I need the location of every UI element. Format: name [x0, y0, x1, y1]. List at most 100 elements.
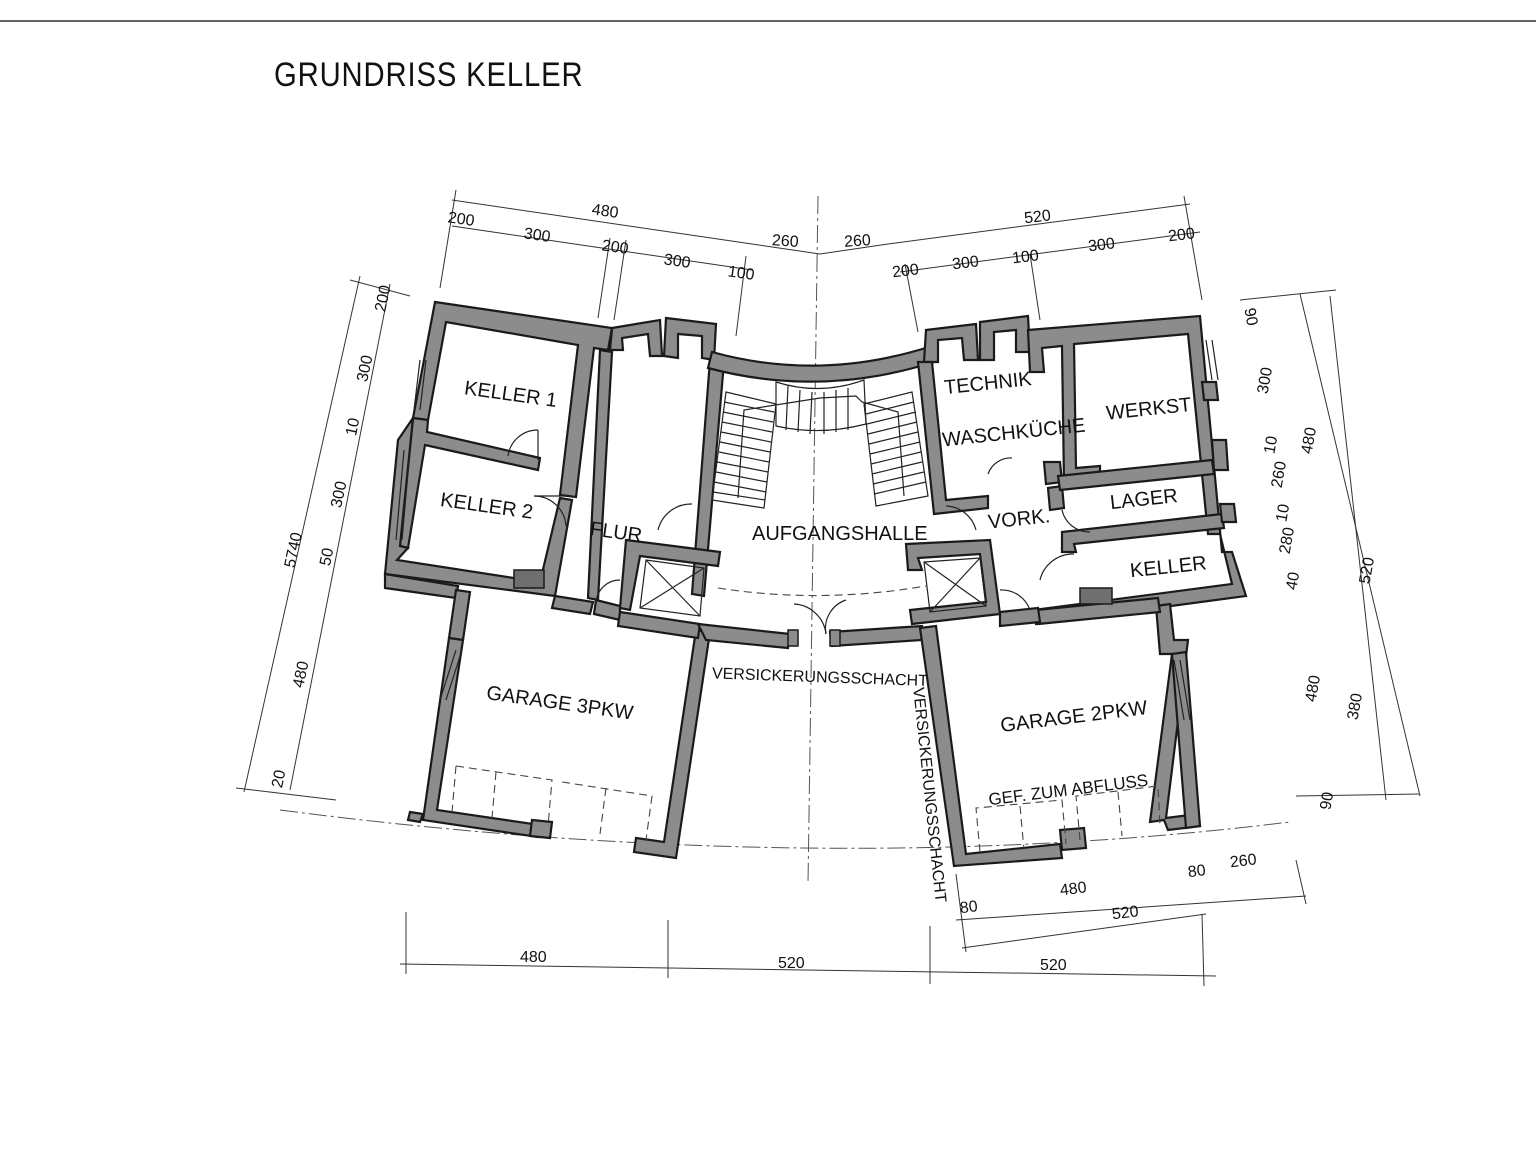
dim-left-300a: 300 — [354, 354, 376, 384]
dim-right-300: 300 — [1255, 366, 1276, 395]
wall-shaft-right-2 — [978, 314, 1032, 362]
stair-left — [711, 391, 777, 509]
wall-right-pier-3 — [1218, 502, 1238, 524]
dim-top-260a: 260 — [771, 232, 799, 251]
stair-right — [861, 391, 929, 507]
dim-top-200b: 200 — [601, 237, 630, 258]
dim-br-80a: 80 — [959, 898, 979, 917]
room-aufgangshalle: AUFGANGSHALLE — [752, 523, 928, 545]
wall-garage2-left — [918, 624, 1064, 868]
wall-lift-bottom-left — [616, 610, 702, 640]
boiler-left-symbol — [513, 569, 545, 589]
room-werkst: WERKST — [1105, 394, 1192, 425]
dim-br-80b: 80 — [1187, 862, 1207, 881]
dim-right-90a: 90 — [1240, 307, 1260, 328]
dim-bottom-520a: 520 — [778, 955, 805, 972]
dim-right-90b: 90 — [1317, 791, 1337, 812]
wall-versick-stub-r — [829, 629, 841, 647]
dim-right-520: 520 — [1357, 556, 1378, 585]
room-keller: KELLER — [1129, 552, 1208, 582]
room-labels: KELLER 1 KELLER 2 FLUR AUFGANGSHALLE TEC… — [439, 368, 1208, 904]
dim-top-480: 480 — [591, 201, 620, 222]
lift-left — [639, 559, 705, 617]
label-versickerungsschacht-horizontal: VERSICKERUNGSSCHACHT — [712, 665, 929, 690]
dim-right-10b: 10 — [1273, 503, 1293, 524]
dim-top-200c: 200 — [891, 261, 920, 281]
dim-top-200a: 200 — [447, 209, 476, 230]
wall-center-curve — [706, 344, 936, 383]
wall-right-pier-2 — [1200, 380, 1220, 402]
room-garage-3pkw: GARAGE 3PKW — [485, 682, 635, 724]
wall-garage3-left — [421, 636, 542, 839]
right-wing-walls — [904, 314, 1248, 868]
dim-top-100a: 100 — [727, 263, 756, 284]
room-technik: TECHNIK — [943, 368, 1033, 399]
dim-top-300a: 300 — [523, 225, 552, 246]
wall-lift-left — [618, 538, 722, 612]
wall-lager-bottom — [1060, 512, 1226, 554]
wall-versick-stub-l — [787, 629, 799, 647]
wall-keller2 — [383, 417, 574, 598]
wall-technik-left — [916, 360, 990, 516]
room-keller-1: KELLER 1 — [463, 377, 559, 412]
dim-top-100b: 100 — [1011, 247, 1040, 267]
dim-left-480: 480 — [290, 660, 312, 690]
dim-left-5740: 5740 — [282, 531, 306, 569]
wall-shaft-left-1 — [608, 318, 664, 358]
wall-garage3-right — [632, 628, 712, 860]
dim-left-20: 20 — [269, 768, 289, 789]
door-swings — [507, 429, 1091, 635]
wall-shaft-left-2 — [662, 316, 718, 362]
dimension-labels: 480 200 300 200 300 100 260 260 520 200 … — [269, 201, 1378, 974]
room-vork: VORK. — [987, 505, 1051, 533]
dim-right-10a: 10 — [1261, 435, 1281, 456]
wall-flur-bottom — [592, 598, 622, 622]
wall-flur-bottom-left — [550, 594, 595, 616]
dim-left-200: 200 — [372, 284, 394, 314]
wall-right-pier-1 — [1210, 438, 1230, 472]
dim-right-480b: 480 — [1303, 674, 1324, 703]
wall-garage2-mid-pier — [1058, 826, 1088, 852]
wall-garage2-right-inner — [1170, 650, 1202, 830]
dim-right-40: 40 — [1283, 571, 1303, 592]
dimension-lines — [235, 189, 1421, 987]
wall-lager-top — [1056, 458, 1216, 492]
wall-keller1-bottom — [398, 416, 542, 550]
dim-top-200d: 200 — [1167, 225, 1196, 245]
dashed-lines — [451, 585, 1161, 853]
dim-br-260: 260 — [1229, 851, 1258, 871]
room-lager: LAGER — [1109, 485, 1179, 514]
dim-bottom-520b: 520 — [1040, 957, 1067, 974]
dim-br-480: 480 — [1059, 879, 1088, 899]
room-garage-2pkw: GARAGE 2PKW — [999, 697, 1149, 737]
dim-top-520: 520 — [1023, 207, 1052, 227]
dim-left-300b: 300 — [328, 480, 350, 510]
dim-top-300b: 300 — [663, 251, 692, 272]
label-gefaelle: GEF. ZUM ABFLUSS — [987, 771, 1149, 809]
dim-right-380: 380 — [1345, 692, 1366, 721]
wall-flur-left — [586, 348, 614, 602]
dim-bottom-480: 480 — [520, 949, 547, 966]
wall-garage2-top-left — [998, 606, 1042, 628]
wall-garage3-corner — [406, 810, 425, 824]
wall-garage3-mid-pier — [528, 818, 554, 840]
dim-right-280: 280 — [1277, 526, 1298, 555]
dim-left-10: 10 — [343, 416, 363, 437]
dim-top-300d: 300 — [1087, 235, 1116, 255]
dim-top-260b: 260 — [844, 232, 872, 251]
center-walls — [706, 344, 936, 648]
dim-top-300c: 300 — [951, 253, 980, 273]
boiler-right-symbol — [1079, 587, 1113, 605]
wall-versick-right — [828, 624, 924, 648]
wall-vork-pier — [1046, 484, 1066, 512]
dim-right-480a: 480 — [1299, 426, 1320, 455]
drawing-title: GRUNDRISS KELLER — [274, 56, 584, 94]
bottom-axis-line — [279, 809, 1291, 849]
wall-shaft-right-1 — [922, 322, 980, 364]
dim-right-260: 260 — [1269, 460, 1290, 489]
dim-br-520: 520 — [1111, 903, 1140, 923]
center-axis-line — [807, 195, 819, 885]
left-wing-walls — [383, 300, 792, 860]
lift-right — [923, 557, 987, 613]
